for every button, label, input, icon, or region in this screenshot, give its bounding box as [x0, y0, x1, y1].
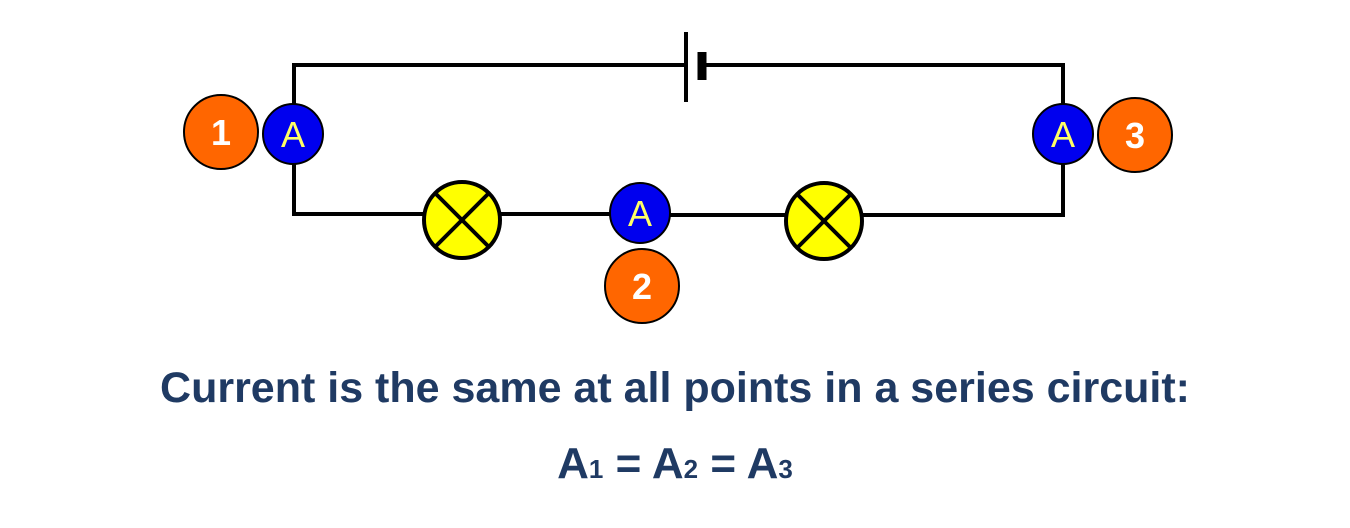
lamp-icon [422, 180, 502, 260]
caption-equation: A1 = A2 = A3 [0, 436, 1350, 497]
ammeter-symbol: A [628, 193, 652, 234]
badge-3: 3 [1097, 97, 1173, 173]
badge-2: 2 [604, 248, 680, 324]
badge-1: 1 [183, 94, 259, 170]
number-badge-icon [183, 94, 259, 170]
equation-operator: = [603, 439, 652, 488]
circuit-wires [292, 63, 1065, 217]
ammeter-icon [1032, 103, 1094, 165]
caption-statement: Current is the same at all points in a s… [160, 364, 1190, 412]
equation-term-2: A2 [651, 439, 699, 488]
ammeter-icon [609, 182, 671, 244]
ammeter-symbol: A [1051, 114, 1075, 155]
ammeter-symbol: A [281, 114, 305, 155]
equation-term-3: A3 [746, 439, 793, 488]
number-badge-icon [1097, 97, 1173, 173]
ammeter-3: A [1032, 103, 1094, 165]
ammeter-1: A [262, 103, 324, 165]
equation-operator: = [698, 439, 747, 488]
series-circuit-diagram: A A A 1 2 3 [183, 32, 1173, 324]
badge-number: 3 [1125, 115, 1145, 156]
ammeter-icon [262, 103, 324, 165]
number-badge-icon [604, 248, 680, 324]
ammeter-2: A [609, 182, 671, 244]
badge-number: 1 [211, 112, 231, 153]
lamp-icon [784, 181, 864, 261]
equation-term-1: A1 [557, 439, 604, 488]
cell-icon [684, 32, 707, 102]
badge-number: 2 [632, 266, 652, 307]
